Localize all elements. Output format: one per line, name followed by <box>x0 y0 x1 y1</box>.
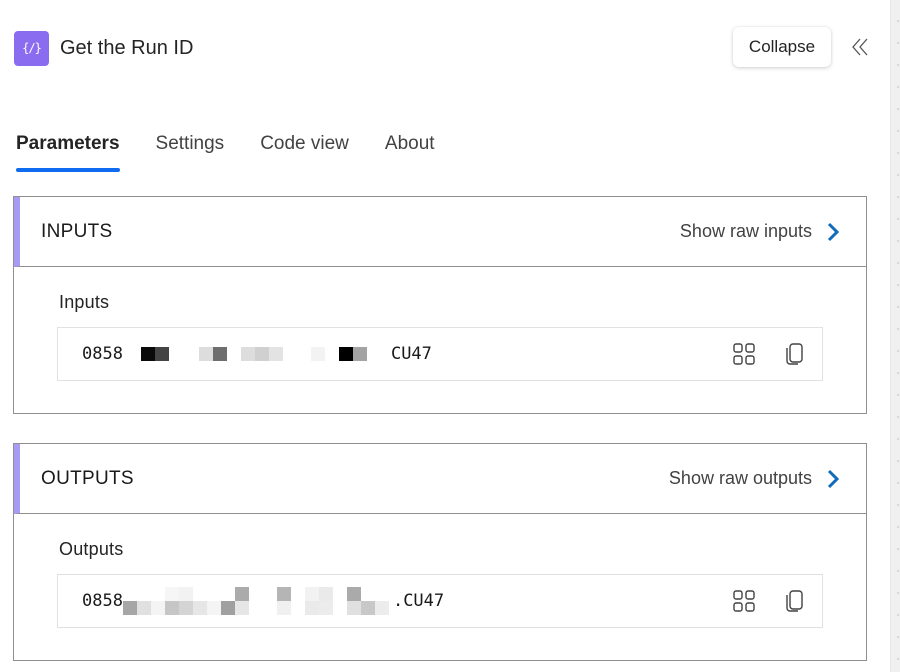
inputs-value-prefix: 0858 <box>82 344 123 364</box>
outputs-value: 0858 .CU47 <box>82 575 444 627</box>
show-raw-outputs-label: Show raw outputs <box>668 468 812 488</box>
inputs-value-box: 0858 CU47 <box>57 327 823 381</box>
chevron-right-icon <box>826 468 842 490</box>
inputs-section-header: INPUTS Show raw inputs <box>14 197 866 267</box>
tab-settings[interactable]: Settings <box>155 133 225 154</box>
outputs-value-suffix: .CU47 <box>392 591 445 611</box>
inputs-value-actions <box>732 328 806 380</box>
inputs-value: 0858 CU47 <box>82 328 432 380</box>
copy-icon <box>786 590 803 612</box>
view-grid-button[interactable] <box>732 342 756 366</box>
tab-about[interactable]: About <box>384 133 435 154</box>
redacted-block <box>122 575 389 627</box>
grid-icon <box>733 590 755 612</box>
inputs-field-label: Inputs <box>59 292 110 312</box>
copy-button[interactable] <box>782 589 806 613</box>
outputs-value-prefix: 0858 <box>82 591 123 611</box>
show-raw-inputs-link[interactable]: Show raw inputs <box>680 221 842 243</box>
tab-parameters[interactable]: Parameters <box>16 130 120 174</box>
outputs-value-box: 0858 .CU47 <box>57 574 823 628</box>
show-raw-inputs-label: Show raw inputs <box>679 221 812 241</box>
inputs-section-title: INPUTS <box>41 220 113 242</box>
canvas-edge <box>890 0 900 672</box>
show-raw-outputs-link[interactable]: Show raw outputs <box>669 468 842 490</box>
collapse-tooltip: Collapse <box>733 27 831 67</box>
outputs-section-title: OUTPUTS <box>41 467 134 489</box>
inputs-value-suffix: CU47 <box>390 344 432 364</box>
copy-icon <box>786 343 803 365</box>
collapse-button[interactable] <box>849 33 871 61</box>
inputs-section: INPUTS Show raw inputs Inputs 0858 <box>13 196 867 414</box>
tab-code-view[interactable]: Code view <box>260 133 349 154</box>
compose-curly-braces-icon: {∕} <box>14 30 49 66</box>
double-chevron-left-icon <box>852 38 868 56</box>
copy-button[interactable] <box>782 342 806 366</box>
panel-header: {∕} Get the Run ID <box>14 30 193 66</box>
outputs-section: OUTPUTS Show raw outputs Outputs 0858 <box>13 443 867 661</box>
outputs-field-label: Outputs <box>59 539 124 559</box>
chevron-right-icon <box>826 221 842 243</box>
action-title: Get the Run ID <box>60 36 194 59</box>
outputs-section-header: OUTPUTS Show raw outputs <box>14 444 866 514</box>
grid-icon <box>733 343 755 365</box>
tab-list: Parameters Settings Code view About <box>16 130 471 176</box>
outputs-value-actions <box>732 575 806 627</box>
redacted-block <box>140 328 367 380</box>
view-grid-button[interactable] <box>732 589 756 613</box>
